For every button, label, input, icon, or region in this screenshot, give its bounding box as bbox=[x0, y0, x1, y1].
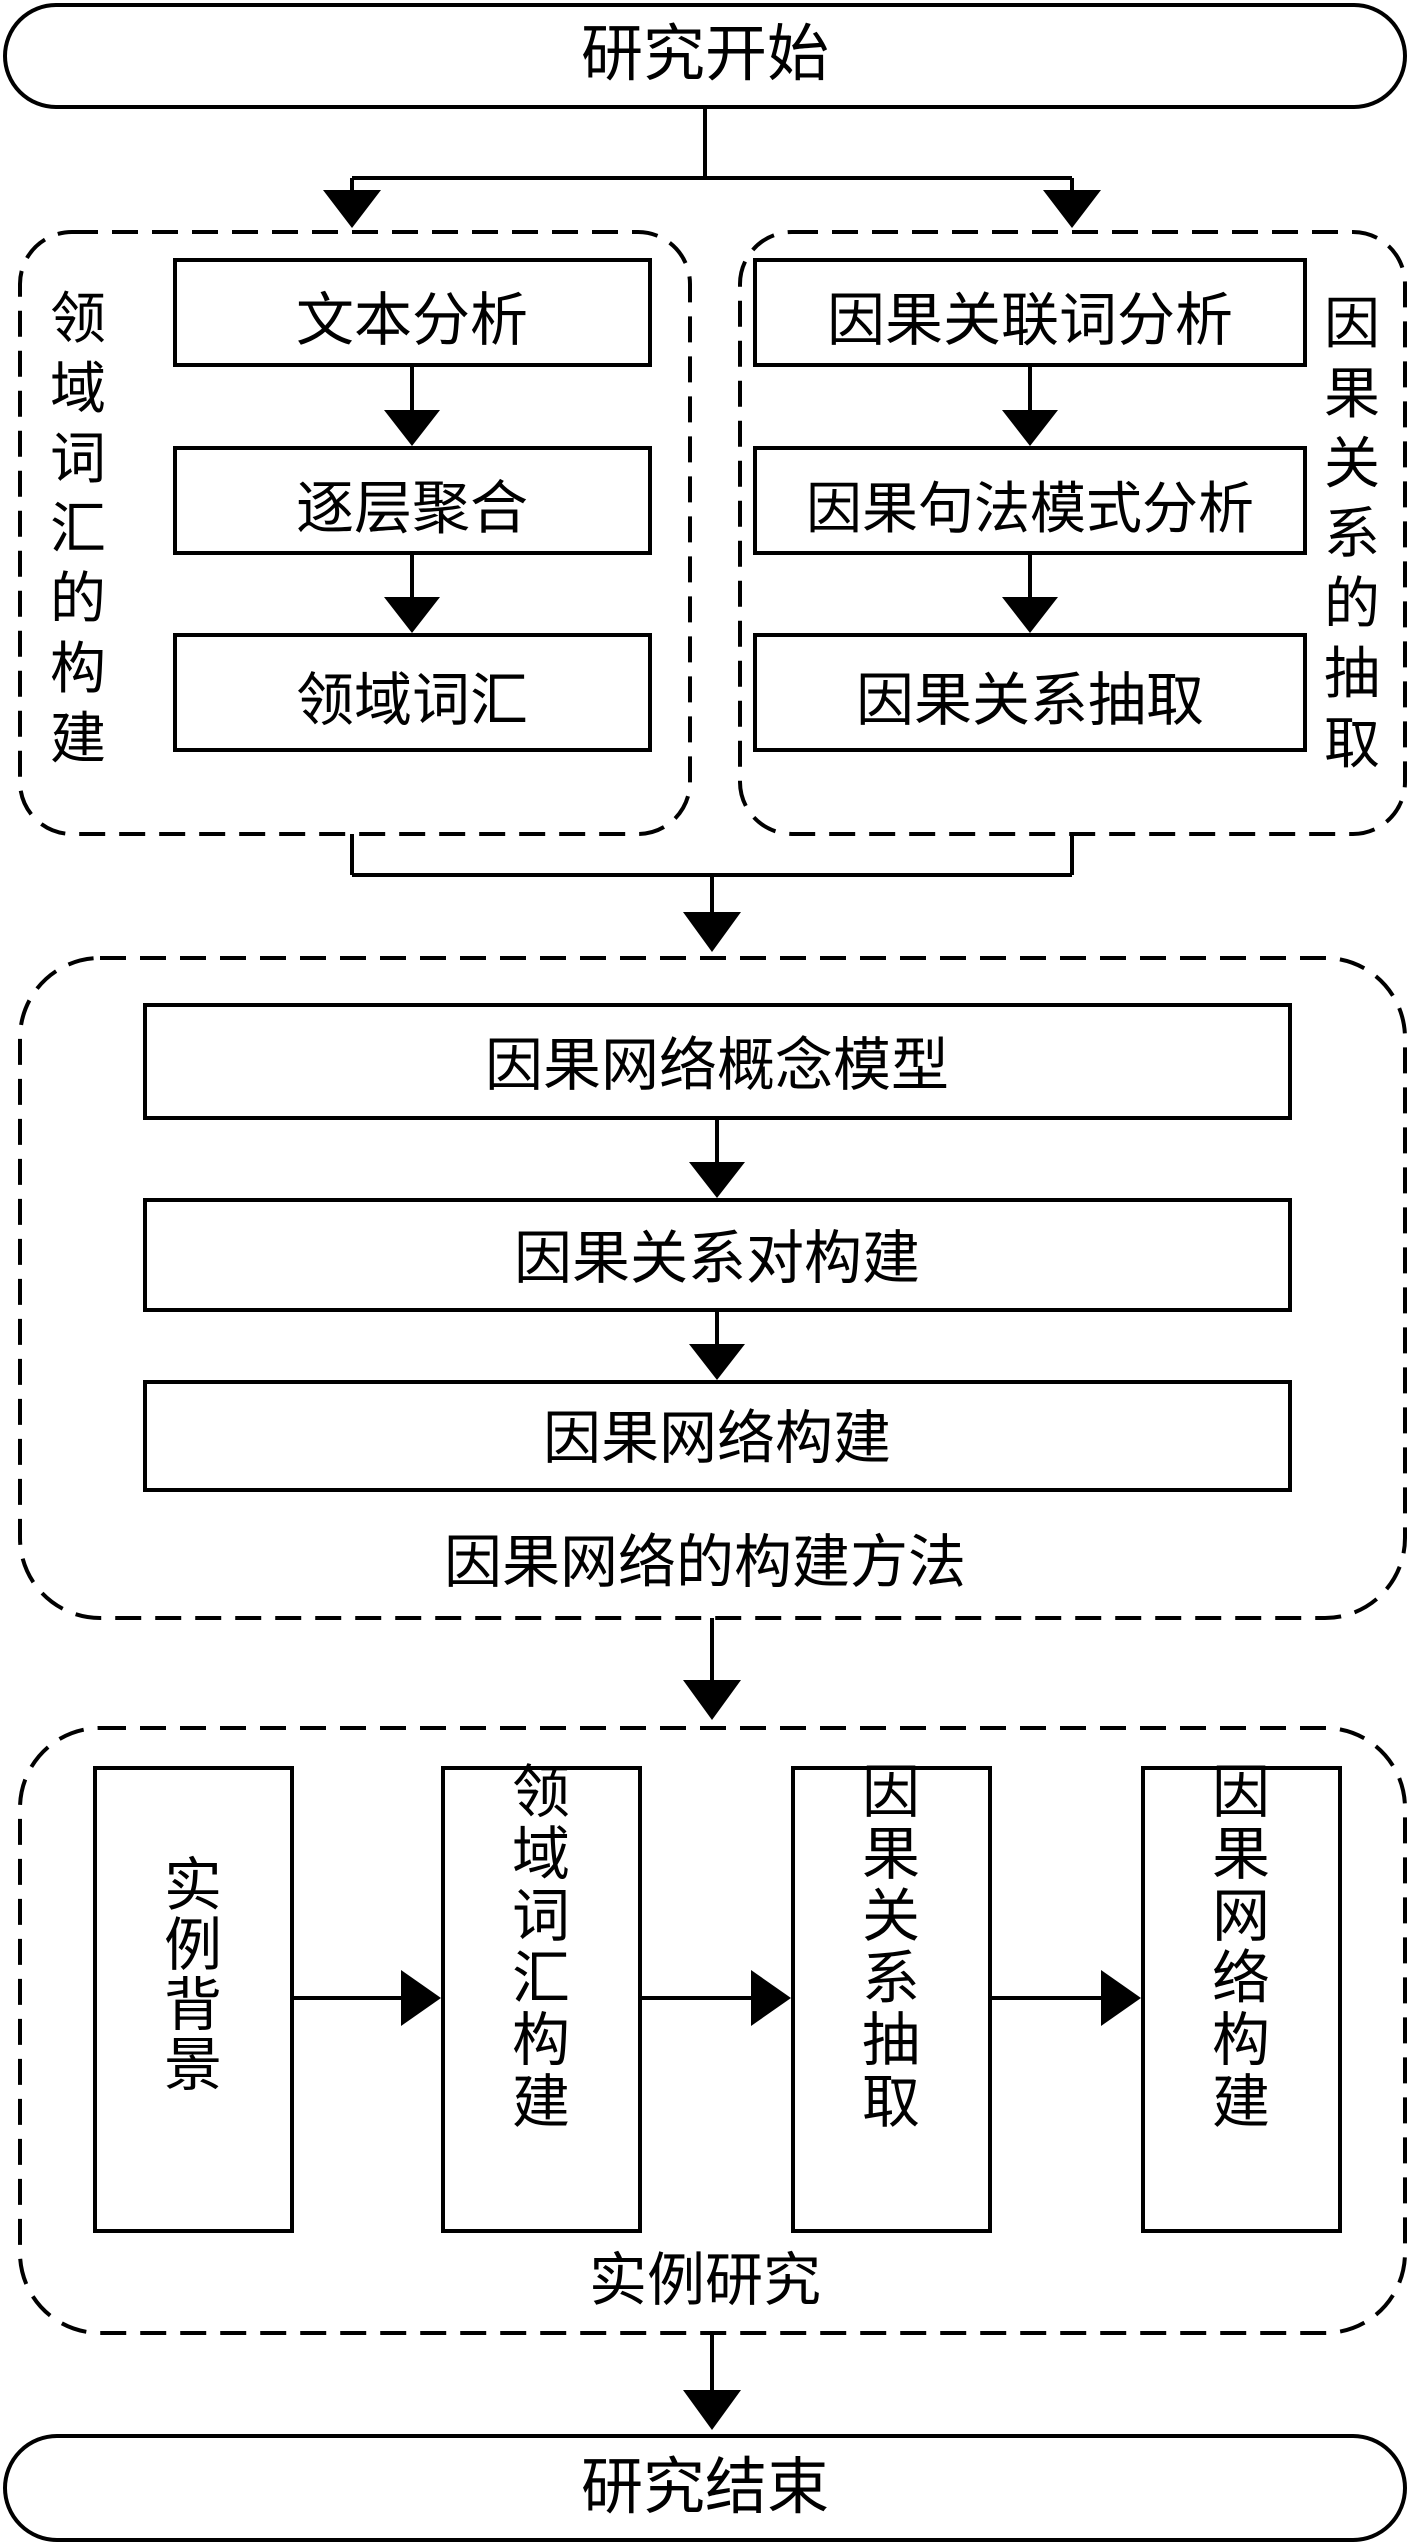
connector-merge bbox=[350, 834, 1074, 912]
right-group-label: 因果关系的抽取 bbox=[1324, 292, 1380, 777]
case-step-1-label: 实例背景 bbox=[164, 1851, 222, 2099]
method-group-frame bbox=[18, 956, 1407, 1620]
left-step-1-label: 文本分析 bbox=[296, 286, 528, 354]
method-step-3 bbox=[143, 1380, 1292, 1492]
end-terminal bbox=[3, 2434, 1407, 2542]
case-step-2-label: 领域词汇构建 bbox=[512, 1758, 570, 2136]
left-step-3-label: 领域词汇 bbox=[296, 666, 528, 734]
left-step-arrows bbox=[384, 365, 440, 633]
end-label: 研究结束 bbox=[581, 2450, 829, 2523]
arrow-to-case-group bbox=[683, 1680, 741, 1720]
arrow-to-end bbox=[683, 2390, 741, 2430]
left-step-2-label: 逐层聚合 bbox=[296, 474, 528, 542]
left-steps: 文本分析 逐层聚合 领域词汇 bbox=[173, 258, 652, 752]
right-step-3-label: 因果关系抽取 bbox=[856, 666, 1204, 734]
case-step-1 bbox=[93, 1766, 294, 2233]
case-step-arrows bbox=[292, 1970, 1141, 2026]
case-step-3 bbox=[791, 1766, 992, 2233]
arrow-to-method-group bbox=[683, 912, 741, 952]
case-group-label: 实例研究 bbox=[589, 2246, 821, 2314]
right-step-3 bbox=[753, 633, 1307, 752]
connector-start-split bbox=[350, 107, 1074, 190]
right-step-2-label: 因果句法模式分析 bbox=[806, 477, 1254, 542]
right-steps: 因果关联词分析 因果句法模式分析 因果关系抽取 bbox=[753, 258, 1307, 752]
right-step-arrows bbox=[1002, 365, 1058, 633]
case-step-2 bbox=[441, 1766, 642, 2233]
method-step-arrows bbox=[689, 1118, 745, 1380]
case-step-3-label: 因果关系抽取 bbox=[862, 1758, 920, 2136]
method-step-2 bbox=[143, 1198, 1292, 1312]
method-step-2-label: 因果关系对构建 bbox=[514, 1224, 920, 1292]
case-step-4 bbox=[1141, 1766, 1342, 2233]
method-step-3-label: 因果网络构建 bbox=[543, 1404, 891, 1472]
right-step-1-label: 因果关联词分析 bbox=[827, 286, 1233, 354]
arrow-to-right-group bbox=[1043, 190, 1101, 228]
case-step-4-label: 因果网络构建 bbox=[1212, 1758, 1270, 2136]
left-step-3 bbox=[173, 633, 652, 752]
method-steps: 因果网络概念模型 因果关系对构建 因果网络构建 bbox=[143, 1003, 1292, 1492]
start-label: 研究开始 bbox=[581, 17, 829, 90]
left-group-frame bbox=[18, 230, 692, 836]
left-group-label: 领域词汇的构建 bbox=[50, 287, 106, 772]
right-step-2 bbox=[753, 446, 1307, 555]
method-step-1-label: 因果网络概念模型 bbox=[485, 1031, 949, 1099]
case-steps: 实例背景 领域词汇构建 因果关系抽取 因果网络构建 bbox=[93, 1758, 1342, 2233]
left-step-1 bbox=[173, 258, 652, 367]
method-group-label: 因果网络的构建方法 bbox=[444, 1528, 966, 1596]
arrow-to-left-group bbox=[323, 190, 381, 228]
